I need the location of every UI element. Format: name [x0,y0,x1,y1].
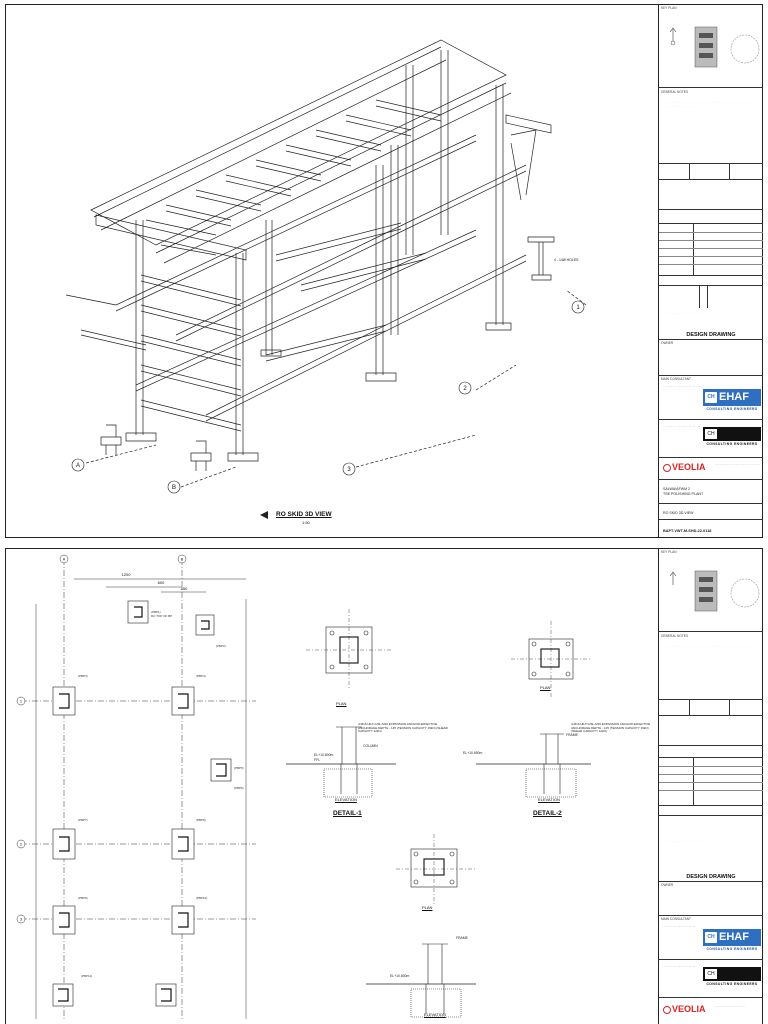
grid-3-text: 3 [20,917,23,922]
main-consultant-label-2: MAIN CONSULTANT [661,917,691,921]
svg-text:(PBP11): (PBP11) [81,974,92,978]
detail3-elevation-label: ELEVATION [424,1012,446,1017]
callout-b-text: B [172,485,176,491]
owner-label-2: OWNER [661,883,674,887]
sub-consultant-mark: CH [705,429,717,439]
owner-label: OWNER [661,341,674,345]
title-block-2: KEY PLAN GENERAL NOTES ·· ··· ·· ···· · … [658,549,763,1024]
dim-450: 450 [181,586,188,591]
drawing-sheet-base-plan: A B 1 2 3 1200 600 450 ( [5,548,763,1024]
svg-text:(PBP8): (PBP8) [196,818,206,822]
ro-skid-isometric: A B 1 2 3 4 - 14Ø HOLES [65,39,587,519]
detail2-elevation-label: ELEVATION [538,797,560,802]
sub-consultant-mark-2: CH [705,969,717,979]
detail2-title: DETAIL-2 [533,810,562,817]
ch-logo-mark-2: CH [705,932,717,943]
detail3-plan-label: PLAN [422,905,433,910]
main-consultant-label: MAIN CONSULTANT [661,377,691,381]
drawing-area-plan: A B 1 2 3 1200 600 450 ( [6,549,658,1024]
grid-1-text: 1 [20,699,23,704]
holes-note: 4 - 14Ø HOLES [554,258,579,262]
grid-b-text: B [181,557,184,562]
dim-600: 600 [158,580,165,585]
view-scale: 1:50 [302,520,310,525]
veolia-logo-2: VEOLIA [663,1004,706,1014]
svg-text:(PBP2): (PBP2) [216,644,226,648]
view-title: RO SKID 3D VIEW [276,511,332,518]
plate-note-1: RO TOP OF BP [151,614,172,618]
drawing-number: BAPT-VWT-M-SHD-22-0118 [663,529,712,533]
key-plan-diagram-2 [669,570,760,612]
callout-a-text: A [76,463,80,469]
el-label-2: EL+10.650m [463,751,482,755]
svg-text:(PBP4): (PBP4) [196,674,206,678]
callout-3-text: 3 [347,467,351,473]
project-name-b: TSE POLISHING PLANT [663,492,704,496]
drawing-sheet-3d-view: A B 1 2 3 4 - 14Ø HOLES RO SKID 3D VIEW … [5,4,763,538]
veolia-text-2: VEOLIA [672,1004,706,1014]
frame-label-2: FRAME [456,936,469,940]
ffl-label-1: FFL [314,758,320,762]
detail1-plan-label: PLAN [336,701,347,706]
anchor-note-1: 4-M16 HILTI HSL-M16 EXPANSION ANCHOR EFF… [358,722,448,734]
design-drawing-label: DESIGN DRAWING [686,332,736,338]
callout-a [71,458,85,472]
svg-text:(PBP1): (PBP1) [151,610,161,614]
sub-consultant-subtitle-2: CONSULTING ENGINEERS [706,982,758,986]
key-plan-diagram [669,26,760,68]
ehaf-logo-text: EHAF [719,391,749,403]
veolia-text: VEOLIA [672,462,706,472]
ehaf-logo-subtitle-2: CONSULTING ENGINEERS [706,947,758,951]
detail1-title: DETAIL-1 [333,810,362,817]
ehaf-logo-subtitle: CONSULTING ENGINEERS [706,407,758,411]
el-label-1: EL+10.800m [314,753,333,757]
veolia-logo: VEOLIA [663,462,706,472]
ehaf-logo: CH EHAF [703,389,761,406]
dim-1200: 1200 [122,572,132,577]
title-block: KEY PLAN GENERAL NOTES ·· ··· ·· ···· · … [658,5,763,537]
general-notes-label-2: GENERAL NOTES [661,634,688,638]
detail2-plan-label: PLAN [540,685,551,690]
svg-text:(PBP7): (PBP7) [78,818,88,822]
sub-consultant-subtitle: CONSULTING ENGINEERS [706,442,758,446]
el-label-3: EL+10.800m [390,974,409,978]
svg-text:(PBP9): (PBP9) [78,896,88,900]
svg-text:(PBP6): (PBP6) [234,786,244,790]
sub-consultant-logo: CH [703,427,761,441]
key-plan-label: KEY PLAN [661,6,677,10]
callout-1 [571,300,585,314]
ehaf-logo-text-2: EHAF [719,931,749,943]
sub-consultant-logo-2: CH [703,967,761,981]
drawing-area-3d: A B 1 2 3 4 - 14Ø HOLES RO SKID 3D VIEW … [6,5,658,537]
anchor-note-2: 4-M16 HILTI HSL-M16 EXPANSION ANCHOR EFF… [571,722,651,734]
callout-3 [342,462,356,476]
general-notes-label: GENERAL NOTES [661,90,688,94]
column-label: COLUMN [363,744,378,748]
project-name-a: SALWA/AFWM 2 [663,487,691,491]
svg-text:(PBP3): (PBP3) [78,674,88,678]
base-plate-layout: A B 1 2 3 1200 600 450 ( [16,554,591,1019]
view-marker-icon [260,511,268,519]
svg-text:(PBP10): (PBP10) [196,896,207,900]
callout-1-text: 1 [576,305,580,311]
frame-label-1: FRAME [566,733,579,737]
design-drawing-label-2: DESIGN DRAWING [686,874,736,880]
callout-b [167,480,181,494]
grid-2-text: 2 [20,842,23,847]
ehaf-logo-2: CH EHAF [703,929,761,946]
grid-a-text: A [63,557,66,562]
callout-2 [458,381,472,395]
detail1-elevation-label: ELEVATION [335,797,357,802]
key-plan-label-2: KEY PLAN [661,550,677,554]
callout-2-text: 2 [463,386,467,392]
drawing-title: RO SKID 3D VIEW [663,511,694,515]
svg-text:(PBP5): (PBP5) [234,766,244,770]
ch-logo-mark: CH [705,392,717,403]
